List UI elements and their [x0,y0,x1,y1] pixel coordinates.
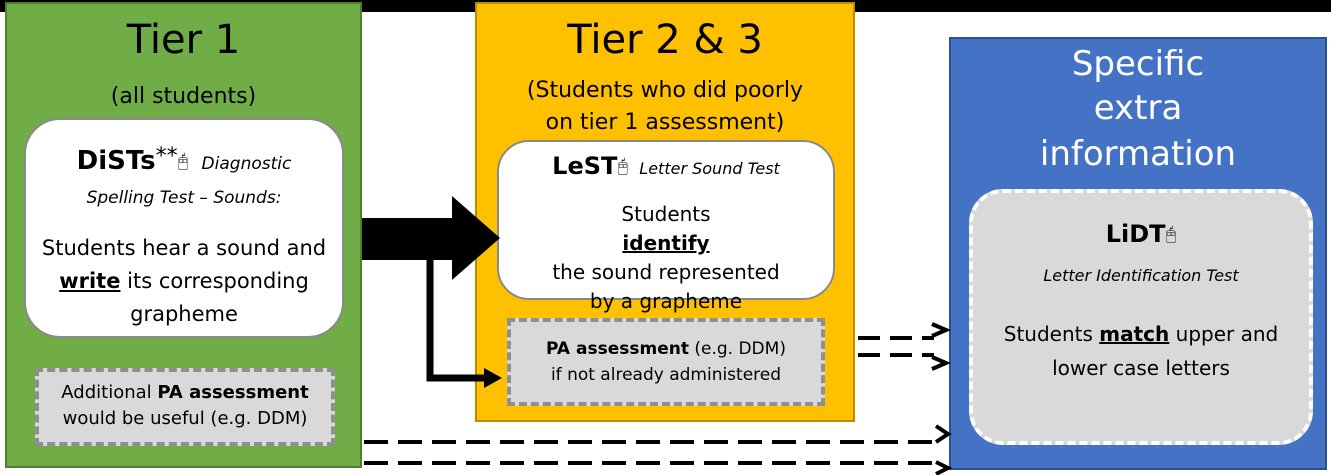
mouse-click-icon[interactable]: 🖰 [617,156,629,177]
elbow-arrow [426,250,486,382]
tier1-panel: Tier 1 (all students) DiSTs**🖰 Diagnosti… [5,2,362,468]
dists-mark: ** [155,144,178,169]
tier1-pa-note: Additional PA assessment would be useful… [35,368,335,446]
tier1-title: Tier 1 [126,17,241,63]
lidt-desc: Letter Identification Test [1043,266,1239,285]
lest-body: Students identify the sound represented … [499,200,833,316]
dists-verb: write [59,269,121,293]
dists-body-line3: grapheme [130,302,238,326]
dashed-arrowhead [935,460,953,475]
lidt-body-line1: Students match upper and [973,317,1309,351]
dists-body: Students hear a sound and write its corr… [26,232,342,331]
tier1-subtitle: (all students) [110,84,257,109]
tier1-pa-bold: PA assessment [157,382,309,403]
dists-body-part2: its corresponding [120,269,309,293]
mouse-click-icon[interactable]: 🖰 [177,151,189,172]
lest-name: LeST [552,152,618,180]
dashed-arrowhead [931,322,952,338]
lidt-name: LiDT [1105,220,1166,248]
tier1-pa-line2: would be useful (e.g. DDM) [62,408,308,429]
lidt-body-line2: lower case letters [1052,356,1230,380]
tier23-title: Tier 2 & 3 [567,17,763,63]
lest-heading: LeST🖰 Letter Sound Test [499,152,833,180]
lidt-body-part1: Students [1003,322,1100,346]
tier23-subtitle-line1: (Students who did poorly [526,78,804,103]
tier23-pa-note: PA assessment (e.g. DDM) if not already … [507,318,825,406]
lest-body-line1b: identify [499,229,833,258]
tier23-pa-line1: PA assessment (e.g. DDM) [511,336,821,362]
tier23-panel: Tier 2 & 3 (Students who did poorly on t… [475,2,855,422]
lest-verb: identify [622,231,710,255]
lest-desc: Letter Sound Test [639,159,780,178]
extra-title-line3: information [1039,134,1237,174]
dists-desc-a: Diagnostic [201,154,292,174]
lest-card[interactable]: LeST🖰 Letter Sound Test Students identif… [497,140,835,313]
dashed-arrowhead [934,424,952,444]
lidt-heading: LiDT🖰 [973,221,1309,250]
dists-body-line2: write its corresponding [26,265,342,298]
mouse-click-icon[interactable]: 🖰 [1165,224,1177,245]
block-arrow [362,196,500,280]
lidt-body: Students match upper and lower case lett… [973,317,1309,385]
tier23-pa-bold: PA assessment [546,339,689,359]
dists-card[interactable]: DiSTs**🖰 Diagnostic Spelling Test – Soun… [24,118,344,338]
dists-desc-b: Spelling Test – Sounds: [86,188,282,208]
elbow-arrowhead [484,368,502,388]
tier23-pa-post: (e.g. DDM) [688,339,786,359]
dists-heading: DiSTs**🖰 Diagnostic [26,144,342,176]
dashed-arrowhead [931,355,952,371]
extra-title-line1: Specific [1071,44,1205,84]
tier1-pa-line1: Additional PA assessment [39,380,331,406]
tier23-subtitle-line2: on tier 1 assessment) [545,110,785,135]
tier23-pa-line2: if not already administered [550,365,782,385]
lest-body-line1: Students [621,202,711,226]
dists-body-line1: Students hear a sound and [41,236,327,260]
lidt-card[interactable]: LiDT🖰 Letter Identification Test Student… [969,189,1313,445]
lidt-body-part2: upper and [1169,322,1279,346]
lest-body-line3: by a grapheme [589,289,743,313]
lidt-verb: match [1099,322,1170,346]
extra-title-line2: extra [1093,88,1183,128]
extra-panel: Specific extra information LiDT🖰 Letter … [949,37,1327,470]
lest-body-line2: the sound represented [552,260,780,284]
tier1-pa-pre: Additional [61,382,158,403]
dists-name: DiSTs [76,146,156,176]
